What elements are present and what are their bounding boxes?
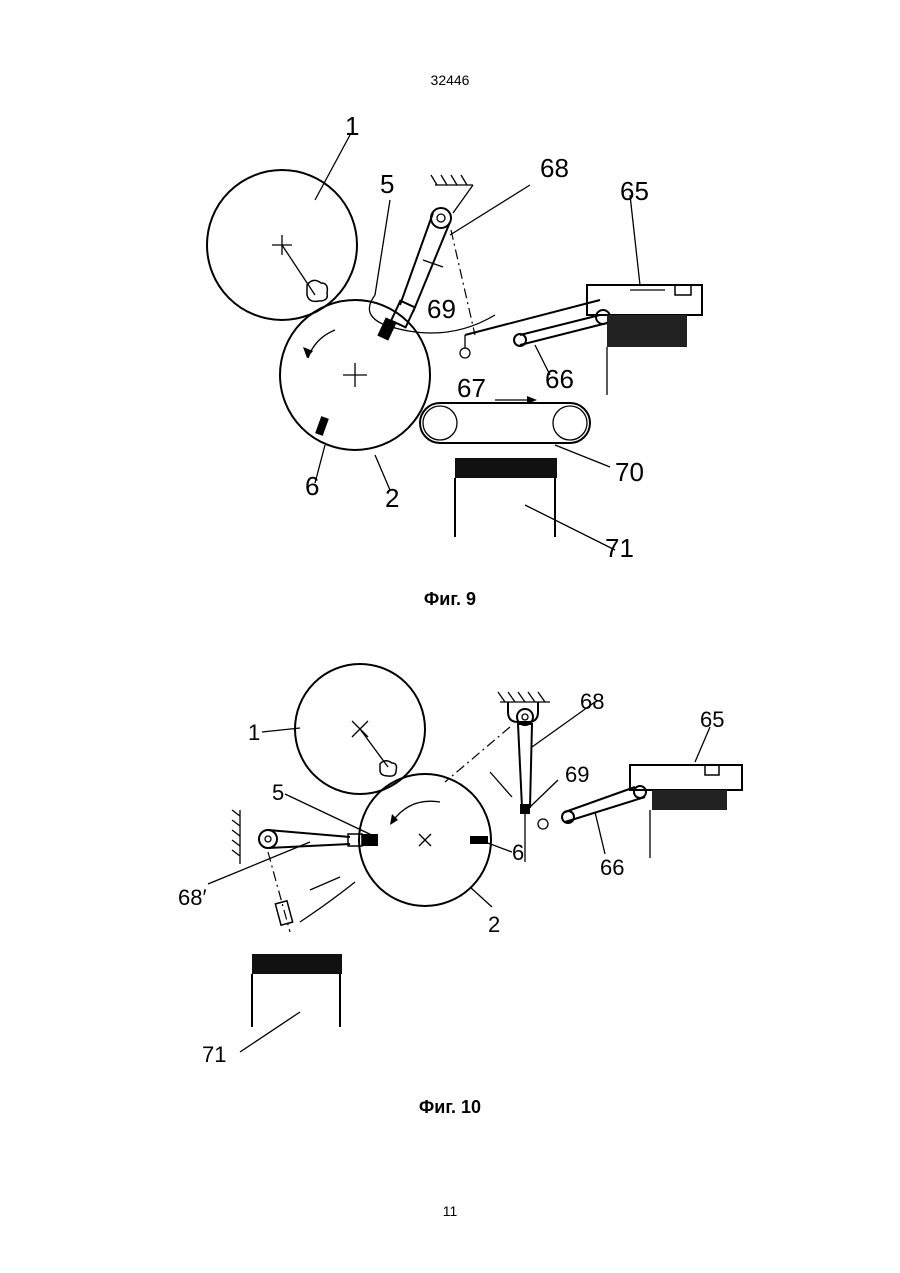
label-71: 71 (605, 533, 634, 563)
label-1: 1 (248, 720, 260, 745)
label-67: 67 (457, 373, 486, 403)
page-code: 32446 (0, 72, 900, 88)
label-65: 65 (700, 707, 724, 732)
figure-10-drawing: 1 5 68 65 69 6 66 2 68′ 71 (140, 632, 755, 1092)
label-1: 1 (345, 111, 359, 141)
belt-70 (420, 403, 590, 443)
label-68-prime: 68′ (178, 885, 207, 910)
tobacco-clump (307, 280, 327, 301)
label-68: 68 (540, 153, 569, 183)
label-2: 2 (488, 912, 500, 937)
label-68: 68 (580, 689, 604, 714)
gripper-6 (315, 416, 329, 436)
figure-9-drawing: 1 5 68 65 69 67 66 6 2 70 71 (175, 105, 735, 585)
figure-9-caption: Фиг. 9 (0, 589, 900, 610)
label-70: 70 (615, 457, 644, 487)
figure-9-svg: 1 5 68 65 69 67 66 6 2 70 71 (175, 105, 735, 585)
label-2: 2 (385, 483, 399, 513)
label-5: 5 (272, 780, 284, 805)
label-66: 66 (600, 855, 624, 880)
suction-head-69-left (362, 834, 378, 846)
page-number: 11 (0, 1203, 900, 1219)
stack-71 (252, 954, 342, 1027)
label-5: 5 (380, 169, 394, 199)
label-69: 69 (565, 762, 589, 787)
figure-10-caption: Фиг. 10 (0, 1097, 900, 1118)
label-65: 65 (620, 176, 649, 206)
sheet-stack-65 (652, 790, 727, 810)
label-66: 66 (545, 364, 574, 394)
label-69: 69 (427, 294, 456, 324)
tobacco-clump (380, 761, 397, 776)
figure-10-svg: 1 5 68 65 69 6 66 2 68′ 71 (140, 632, 755, 1092)
stack-71 (455, 458, 557, 537)
label-6: 6 (305, 471, 319, 501)
sheet-stack-65 (607, 315, 687, 347)
suction-head-69 (520, 804, 530, 814)
label-71: 71 (202, 1042, 226, 1067)
label-6: 6 (512, 840, 524, 865)
